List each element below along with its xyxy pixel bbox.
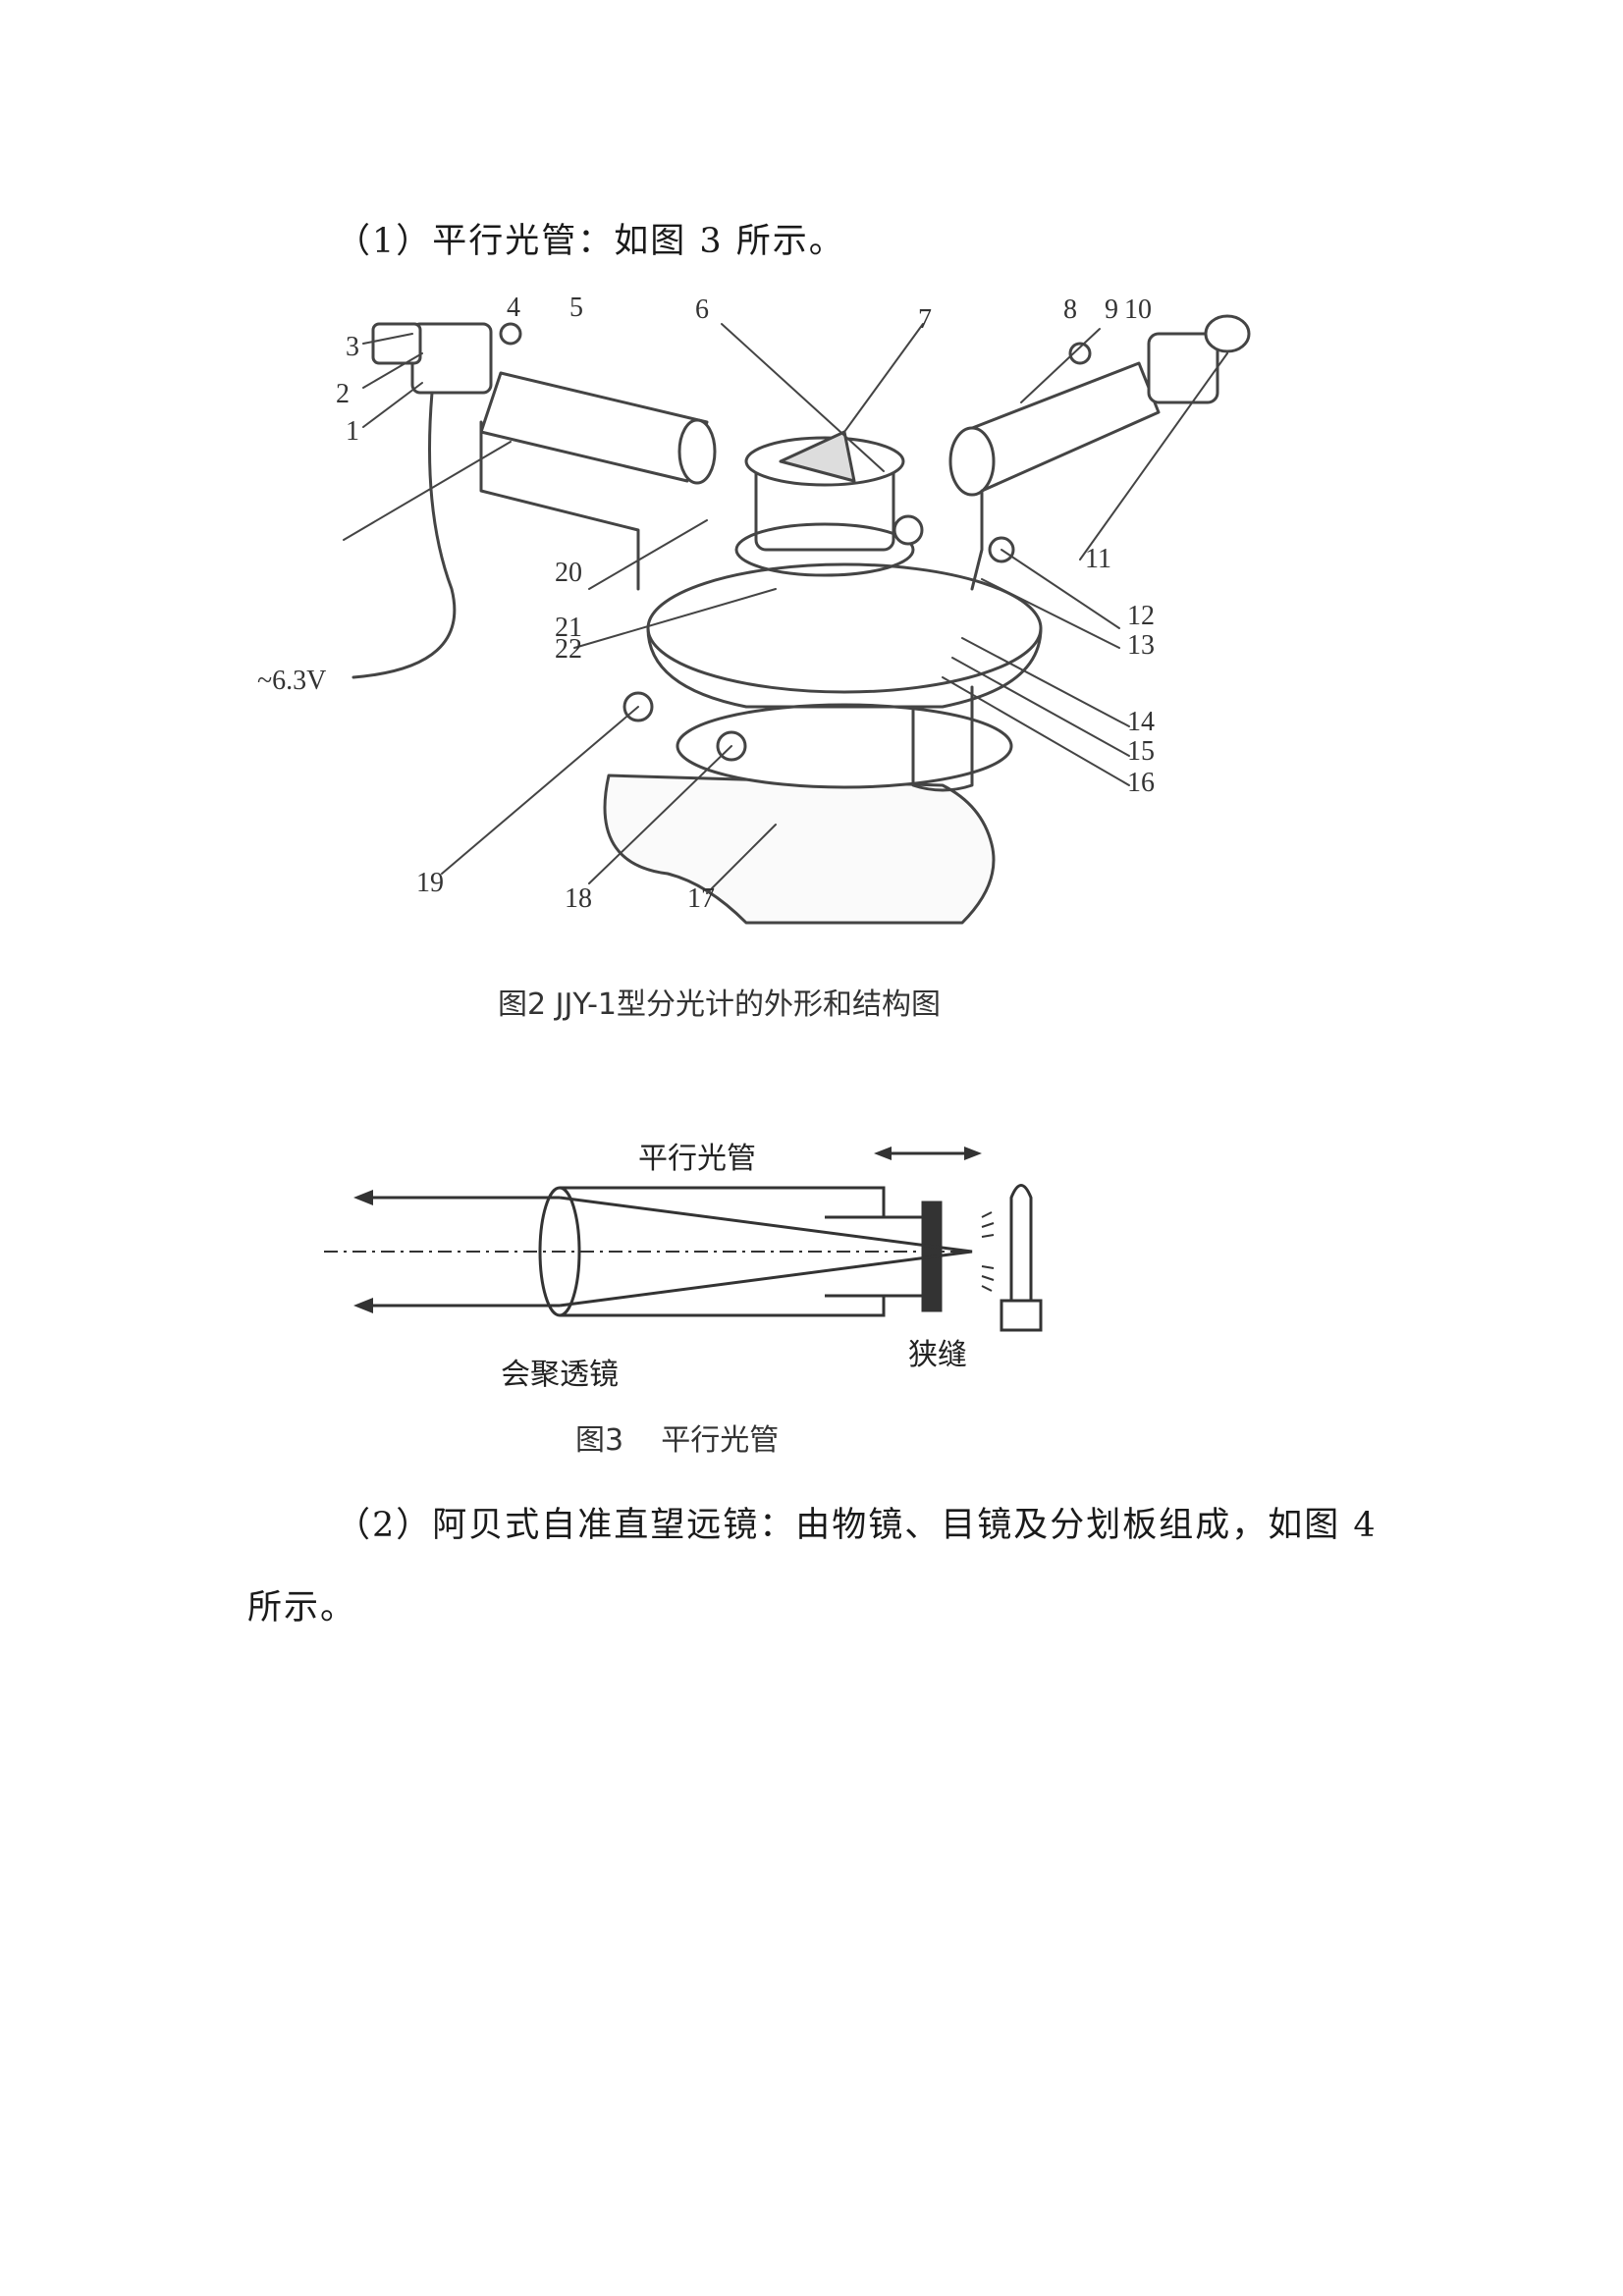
label-collimator-tube: 平行光管 [638, 1142, 756, 1176]
spectrometer-base [603, 774, 996, 925]
collimator-tube [479, 371, 709, 483]
figure2-caption: 图2 JJY-1型分光计的外形和结构图 [498, 988, 941, 1022]
figure-spectrometer-diagram: 1 2 3 4 5 6 7 8 9 10 11 12 13 14 15 16 1… [257, 293, 1251, 925]
part-label-1: 1 [346, 416, 359, 447]
part-label-9: 9 [1105, 294, 1118, 325]
spectrometer-disc [646, 562, 1043, 694]
paragraph-collimator-heading: （1）平行光管：如图 3 所示。 [336, 222, 845, 261]
part-label-8: 8 [1063, 294, 1077, 325]
part-label-11: 11 [1085, 544, 1111, 574]
label-slit: 狭缝 [908, 1338, 967, 1372]
lamp-icon [1009, 1184, 1033, 1301]
part-label-17: 17 [687, 883, 715, 914]
prism-icon [779, 430, 856, 483]
voltage-label: ~6.3V [257, 666, 326, 696]
collimator-outline [560, 1186, 886, 1317]
part-label-15: 15 [1127, 736, 1155, 767]
part-label-10: 10 [1124, 294, 1152, 325]
part-label-19: 19 [416, 868, 444, 898]
label-converging-lens: 会聚透镜 [501, 1358, 619, 1392]
part-label-3: 3 [346, 332, 359, 362]
paragraph-telescope-line1: （2）阿贝式自准直望远镜：由物镜、目镜及分划板组成，如图 4 [336, 1506, 1378, 1545]
part-label-2: 2 [336, 379, 350, 409]
figure-collimator-diagram: 平行光管 会聚透镜 狭缝 [324, 1142, 1043, 1392]
paragraph-telescope-line2: 所示。 [247, 1588, 357, 1628]
part-label-18: 18 [565, 883, 592, 914]
part-label-14: 14 [1127, 707, 1155, 737]
part-label-4: 4 [507, 293, 520, 323]
part-label-6: 6 [695, 294, 709, 325]
figure3-caption: 图3 平行光管 [575, 1423, 780, 1458]
part-label-5: 5 [569, 293, 583, 323]
part-label-12: 12 [1127, 601, 1155, 631]
part-label-22: 22 [555, 634, 582, 665]
part-label-20: 20 [555, 558, 582, 588]
part-label-21: 21 [555, 613, 582, 643]
arrow-left-icon [353, 1190, 373, 1205]
part-label-7: 7 [918, 304, 932, 335]
part-label-13: 13 [1127, 630, 1155, 661]
part-label-16: 16 [1127, 768, 1155, 798]
